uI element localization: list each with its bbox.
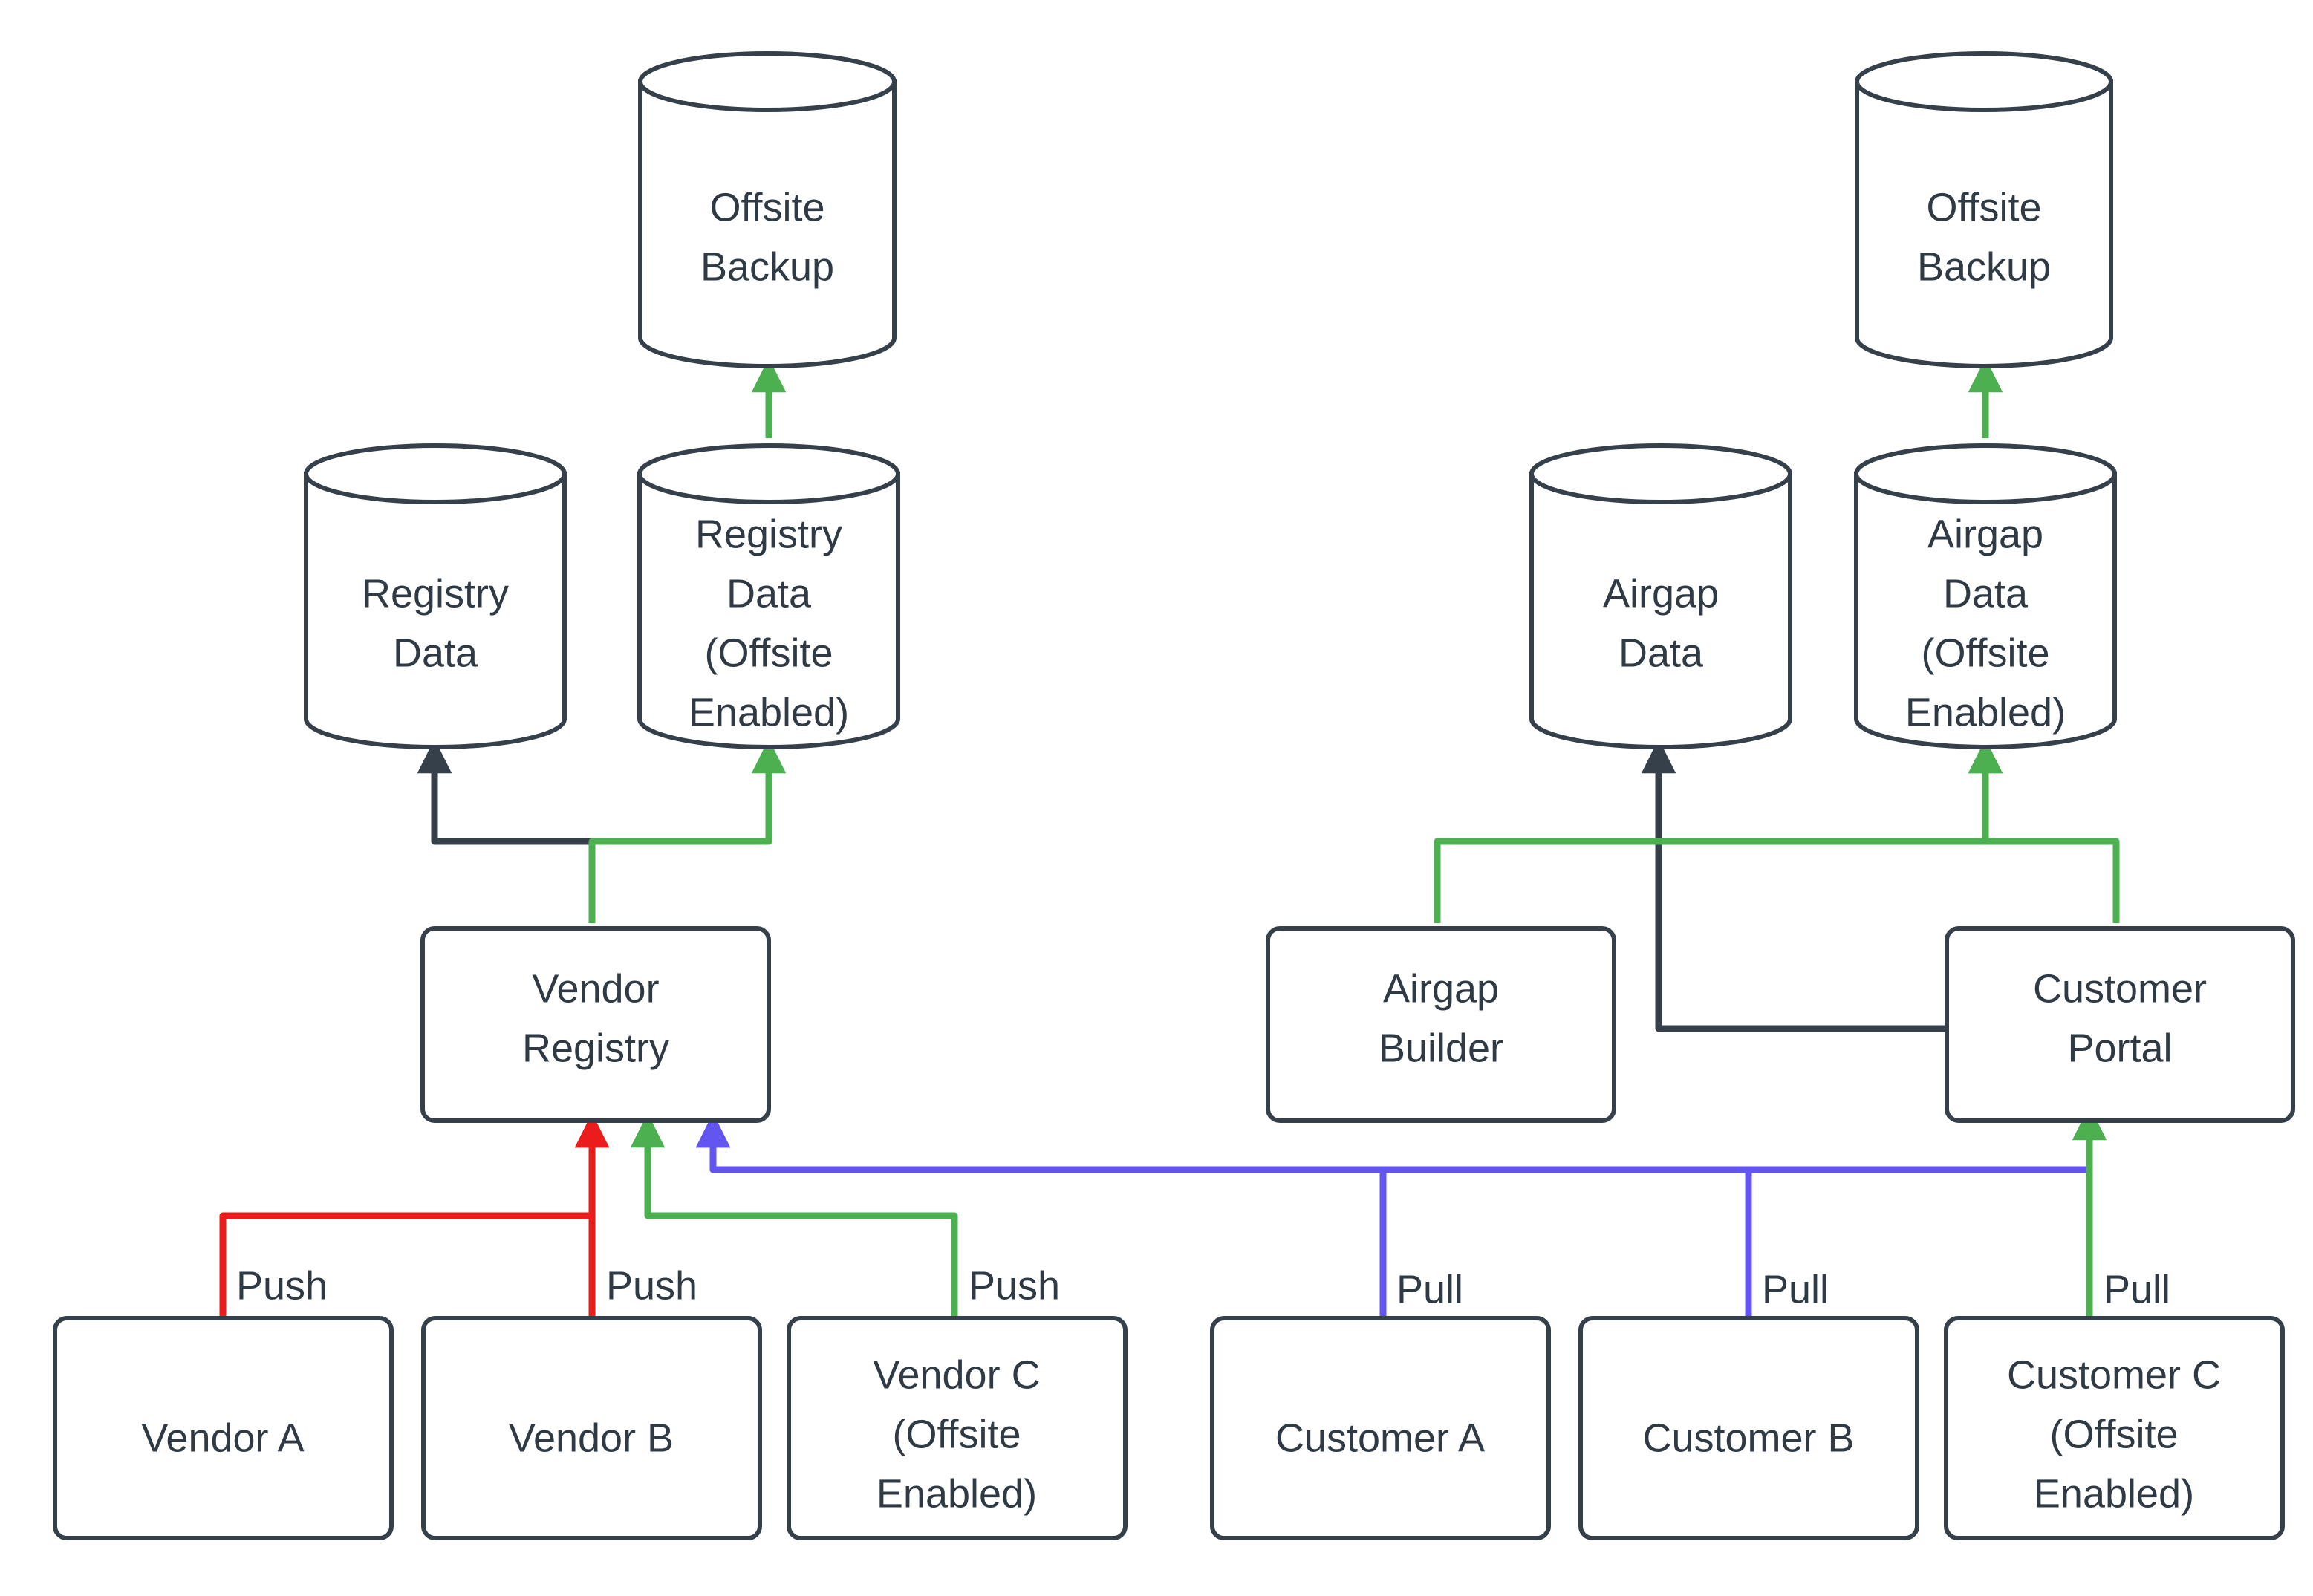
customer-b-label: Customer B — [1642, 1416, 1854, 1460]
customer-portal-line1: Customer — [2033, 966, 2207, 1011]
vendor-c-line2: (Offsite — [892, 1412, 1021, 1456]
customer-portal-line2: Portal — [2067, 1026, 2172, 1070]
node-offsite-backup-right[interactable]: Offsite Backup — [1855, 51, 2113, 368]
customer-c-line2: (Offsite — [2049, 1412, 2178, 1456]
offsite-backup-left-line1: Offsite — [709, 185, 824, 229]
edge-label-push-a: Push — [236, 1263, 328, 1308]
airgap-data-offsite-line3: (Offsite — [1921, 631, 2049, 675]
registry-data-offsite-line2: Data — [726, 571, 812, 616]
airgap-data-offsite-line4: Enabled) — [1905, 690, 2066, 735]
vendor-registry-line2: Registry — [522, 1026, 669, 1070]
registry-data-offsite-line3: (Offsite — [704, 631, 833, 675]
node-customer-b[interactable]: Customer B — [1578, 1316, 1919, 1540]
node-customer-a[interactable]: Customer A — [1210, 1316, 1551, 1540]
node-offsite-backup-left[interactable]: Offsite Backup — [638, 51, 897, 368]
airgap-data-offsite-line1: Airgap — [1928, 512, 2043, 556]
airgap-builder-line2: Builder — [1379, 1026, 1503, 1070]
customer-c-line3: Enabled) — [2034, 1471, 2194, 1516]
node-vendor-registry[interactable]: Vendor Registry — [420, 926, 771, 1123]
node-customer-c[interactable]: Customer C (Offsite Enabled) — [1944, 1316, 2285, 1540]
edge-label-push-c: Push — [969, 1263, 1060, 1308]
vendor-b-label: Vendor B — [509, 1416, 674, 1460]
node-vendor-b[interactable]: Vendor B — [421, 1316, 762, 1540]
node-airgap-builder[interactable]: Airgap Builder — [1266, 926, 1616, 1123]
edge-vendor-registry-to-registry-data-offsite — [588, 738, 787, 923]
airgap-data-line2: Data — [1619, 631, 1704, 675]
vendor-a-label: Vendor A — [141, 1416, 304, 1460]
edge-vendor-c-push — [630, 1113, 958, 1317]
edge-airgap-builder-to-airgap-offsite — [1434, 738, 2003, 923]
edge-customer-portal-to-airgap-offsite — [1968, 738, 2120, 923]
registry-data-offsite-line4: Enabled) — [689, 690, 849, 735]
edge-label-pull-b: Pull — [1762, 1267, 1829, 1312]
airgap-data-offsite-line2: Data — [1943, 571, 2029, 616]
offsite-backup-right-line1: Offsite — [1926, 185, 2041, 229]
node-airgap-data[interactable]: Airgap Data — [1529, 443, 1792, 749]
airgap-data-line1: Airgap — [1603, 571, 1719, 616]
edge-customer-b-pull — [695, 1113, 1752, 1317]
node-registry-data-offsite[interactable]: Registry Data (Offsite Enabled) — [637, 443, 900, 749]
registry-data-line2: Data — [393, 631, 478, 675]
vendor-c-line3: Enabled) — [876, 1471, 1037, 1516]
edge-customer-portal-to-airgap-data — [1641, 738, 1945, 1032]
edge-label-pull-a: Pull — [1396, 1267, 1463, 1312]
edge-label-push-b: Push — [606, 1263, 697, 1308]
customer-a-label: Customer A — [1275, 1416, 1485, 1460]
node-customer-portal[interactable]: Customer Portal — [1945, 926, 2295, 1123]
customer-c-line1: Customer C — [2007, 1352, 2221, 1397]
registry-data-offsite-line1: Registry — [695, 512, 842, 556]
node-registry-data[interactable]: Registry Data — [304, 443, 567, 749]
edge-vendor-registry-to-registry-data — [417, 738, 596, 923]
edge-customer-c-pull-purple — [695, 1113, 2093, 1197]
vendor-c-line1: Vendor C — [873, 1352, 1040, 1397]
offsite-backup-left-line2: Backup — [700, 244, 834, 289]
airgap-builder-line1: Airgap — [1383, 966, 1499, 1011]
offsite-backup-right-line2: Backup — [1917, 244, 2051, 289]
registry-data-line1: Registry — [362, 571, 509, 616]
node-vendor-c[interactable]: Vendor C (Offsite Enabled) — [787, 1316, 1128, 1540]
vendor-registry-line1: Vendor — [532, 966, 659, 1011]
node-airgap-data-offsite[interactable]: Airgap Data (Offsite Enabled) — [1854, 443, 2117, 749]
node-vendor-a[interactable]: Vendor A — [53, 1316, 394, 1540]
edge-label-pull-c: Pull — [2104, 1267, 2170, 1312]
